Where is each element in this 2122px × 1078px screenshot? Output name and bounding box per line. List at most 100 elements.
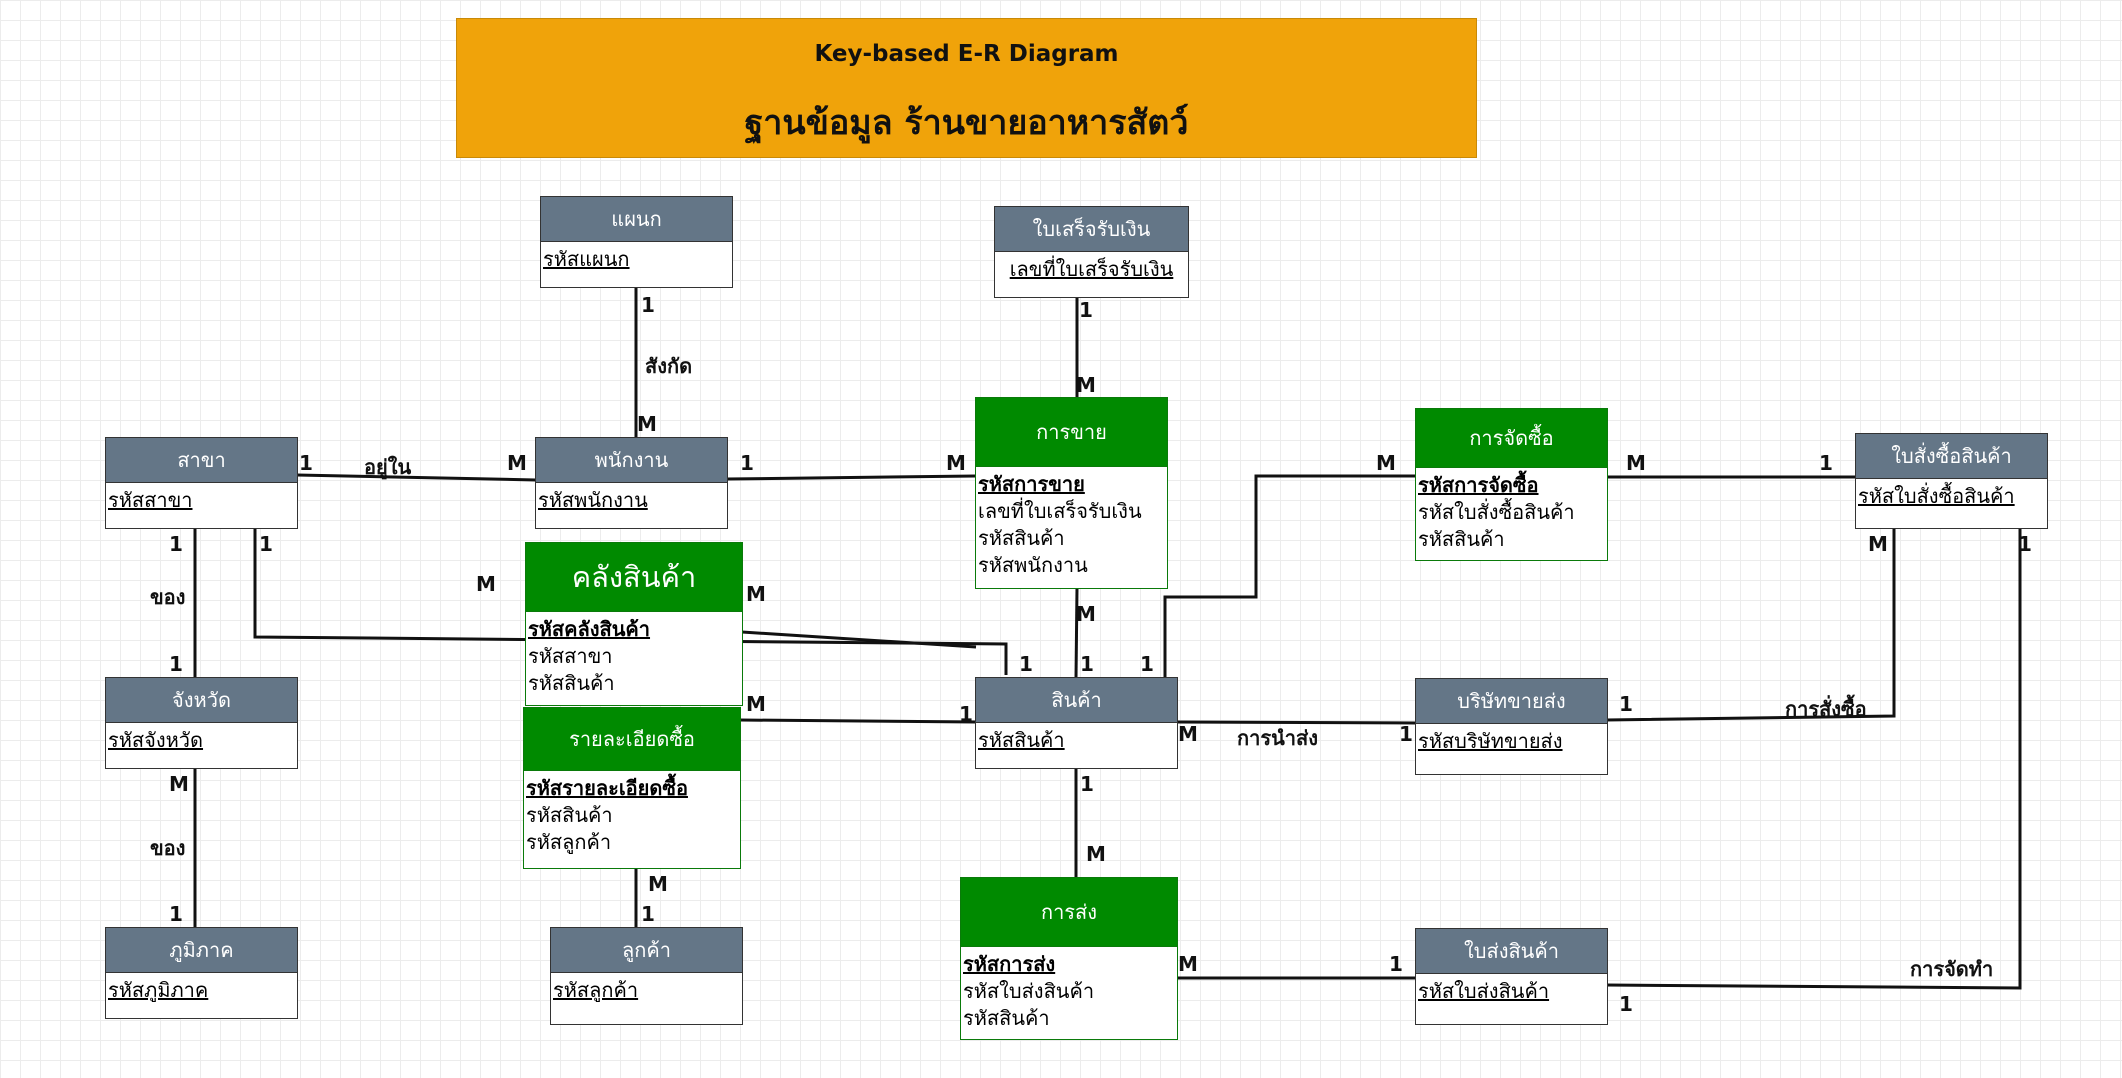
entity-deliverynote[interactable]: ใบส่งสินค้า รหัสใบส่งสินค้า [1415, 928, 1608, 1025]
assoc-sale-name: การขาย [976, 398, 1167, 467]
line-sale-product [1074, 587, 1079, 679]
cardinality-one: 1 [2018, 532, 2032, 556]
entity-customer[interactable]: ลูกค้า รหัสลูกค้า [550, 927, 743, 1025]
cardinality-many: M [476, 572, 496, 596]
cardinality-one: 1 [1619, 992, 1633, 1016]
assoc-sale-key: รหัสการขาย [978, 472, 1085, 496]
entity-employee-name: พนักงาน [536, 438, 727, 483]
diagram-subtitle: ฐานข้อมูล ร้านขายอาหารสัตว์ [744, 103, 1189, 143]
cardinality-many: M [1376, 451, 1396, 475]
line-branch-employee [296, 473, 537, 482]
entity-dept-name: แผนก [541, 197, 732, 242]
entity-deliverynote-name: ใบส่งสินค้า [1416, 929, 1607, 974]
entity-province[interactable]: จังหวัด รหัสจังหวัด [105, 677, 298, 769]
entity-po[interactable]: ใบสั่งซื้อสินค้า รหัสใบสั่งซื้อสินค้า [1855, 433, 2048, 529]
assoc-orderdetail-key: รหัสรายละเอียดซื้อ [526, 776, 688, 800]
entity-province-name: จังหวัด [106, 678, 297, 723]
cardinality-many: M [746, 582, 766, 606]
cardinality-many: M [746, 692, 766, 716]
cardinality-one: 1 [1140, 652, 1154, 676]
cardinality-one: 1 [299, 451, 313, 475]
entity-supplier[interactable]: บริษัทขายส่ง รหัสบริษัทขายส่ง [1415, 678, 1608, 775]
assoc-purchase-name: การจัดซื้อ [1416, 409, 1607, 468]
entity-customer-name: ลูกค้า [551, 928, 742, 973]
assoc-delivery-attr: รหัสใบส่งสินค้า [963, 979, 1095, 1003]
diagram-title-banner: Key-based E-R Diagram ฐานข้อมูล ร้านขายอ… [456, 18, 1477, 158]
cardinality-one: 1 [1619, 692, 1633, 716]
assoc-sale-attr: รหัสพนักงาน [978, 553, 1088, 577]
cardinality-many: M [1076, 373, 1096, 397]
rel-label: ของ [150, 836, 186, 860]
cardinality-many: M [1868, 532, 1888, 556]
entity-receipt[interactable]: ใบเสร็จรับเงิน เลขที่ใบเสร็จรับเงิน [994, 206, 1189, 298]
assoc-warehouse-attr: รหัสสินค้า [528, 671, 615, 695]
assoc-warehouse-key: รหัสคลังสินค้า [528, 617, 651, 641]
assoc-delivery[interactable]: การส่ง รหัสการส่ง รหัสใบส่งสินค้า รหัสสิ… [960, 877, 1178, 1040]
rel-label: ของ [150, 585, 186, 609]
assoc-warehouse[interactable]: คลังสินค้า รหัสคลังสินค้า รหัสสาขา รหัสส… [525, 542, 743, 706]
cardinality-many: M [1076, 602, 1096, 626]
entity-supplier-name: บริษัทขายส่ง [1416, 679, 1607, 724]
cardinality-one: 1 [1019, 652, 1033, 676]
assoc-delivery-attr: รหัสสินค้า [963, 1006, 1050, 1030]
entity-product[interactable]: สินค้า รหัสสินค้า [975, 677, 1178, 769]
entity-branch-name: สาขา [106, 438, 297, 483]
cardinality-many: M [1086, 842, 1106, 866]
entity-branch[interactable]: สาขา รหัสสาขา [105, 437, 298, 529]
cardinality-many: M [169, 772, 189, 796]
line-product-supplier [1175, 720, 1417, 725]
cardinality-many: M [507, 451, 527, 475]
assoc-purchase-key: รหัสการจัดซื้อ [1418, 473, 1539, 497]
entity-po-key: รหัสใบสั่งซื้อสินค้า [1858, 484, 2015, 508]
assoc-purchase-attr: รหัสสินค้า [1418, 527, 1505, 551]
entity-supplier-key: รหัสบริษัทขายส่ง [1418, 729, 1563, 753]
entity-product-name: สินค้า [976, 678, 1177, 723]
cardinality-many: M [946, 451, 966, 475]
assoc-delivery-name: การส่ง [961, 878, 1177, 947]
entity-province-key: รหัสจังหวัด [108, 728, 204, 752]
assoc-orderdetail-attr: รหัสลูกค้า [526, 830, 612, 854]
assoc-delivery-key: รหัสการส่ง [963, 952, 1056, 976]
entity-receipt-key: เลขที่ใบเสร็จรับเงิน [1009, 257, 1174, 281]
entity-region-name: ภูมิภาค [106, 928, 297, 973]
rel-label: อยู่ใน [364, 455, 412, 479]
assoc-sale-attr: เลขที่ใบเสร็จรับเงิน [978, 499, 1142, 523]
diagram-title: Key-based E-R Diagram [814, 41, 1119, 67]
entity-region-key: รหัสภูมิภาค [108, 978, 209, 1002]
cardinality-one: 1 [1080, 652, 1094, 676]
rel-label: การนำส่ง [1237, 726, 1318, 750]
line-deliverynote-po [1605, 528, 2022, 990]
line-warehouse-product [741, 630, 977, 649]
line-product-purchase [1163, 474, 1416, 678]
cardinality-one: 1 [959, 702, 973, 726]
entity-po-name: ใบสั่งซื้อสินค้า [1856, 434, 2047, 479]
assoc-sale-attr: รหัสสินค้า [978, 526, 1065, 550]
cardinality-many: M [648, 872, 668, 896]
rel-label: การจัดทำ [1910, 957, 1994, 981]
assoc-orderdetail-name: รายละเอียดซื้อ [524, 708, 740, 771]
cardinality-one: 1 [1819, 451, 1833, 475]
rel-label: สังกัด [645, 354, 693, 378]
assoc-sale[interactable]: การขาย รหัสการขาย เลขที่ใบเสร็จรับเงิน ร… [975, 397, 1168, 589]
cardinality-one: 1 [1080, 772, 1094, 796]
cardinality-one: 1 [1399, 722, 1413, 746]
cardinality-one: 1 [169, 532, 183, 556]
line-orderdetail-product [739, 718, 977, 724]
cardinality-one: 1 [740, 451, 754, 475]
assoc-purchase[interactable]: การจัดซื้อ รหัสการจัดซื้อ รหัสใบสั่งซื้อ… [1415, 408, 1608, 561]
entity-customer-key: รหัสลูกค้า [553, 978, 639, 1002]
entity-region[interactable]: ภูมิภาค รหัสภูมิภาค [105, 927, 298, 1019]
line-employee-sale [726, 474, 977, 481]
assoc-orderdetail-attr: รหัสสินค้า [526, 803, 613, 827]
entity-employee[interactable]: พนักงาน รหัสพนักงาน [535, 437, 728, 529]
assoc-purchase-attr: รหัสใบสั่งซื้อสินค้า [1418, 500, 1575, 524]
entity-product-key: รหัสสินค้า [978, 728, 1065, 752]
cardinality-one: 1 [169, 652, 183, 676]
cardinality-one: 1 [1389, 952, 1403, 976]
assoc-orderdetail[interactable]: รายละเอียดซื้อ รหัสรายละเอียดซื้อ รหัสสิ… [523, 707, 741, 869]
cardinality-many: M [1178, 952, 1198, 976]
cardinality-many: M [1178, 722, 1198, 746]
entity-receipt-name: ใบเสร็จรับเงิน [995, 207, 1188, 252]
entity-dept[interactable]: แผนก รหัสแผนก [540, 196, 733, 288]
cardinality-one: 1 [641, 293, 655, 317]
